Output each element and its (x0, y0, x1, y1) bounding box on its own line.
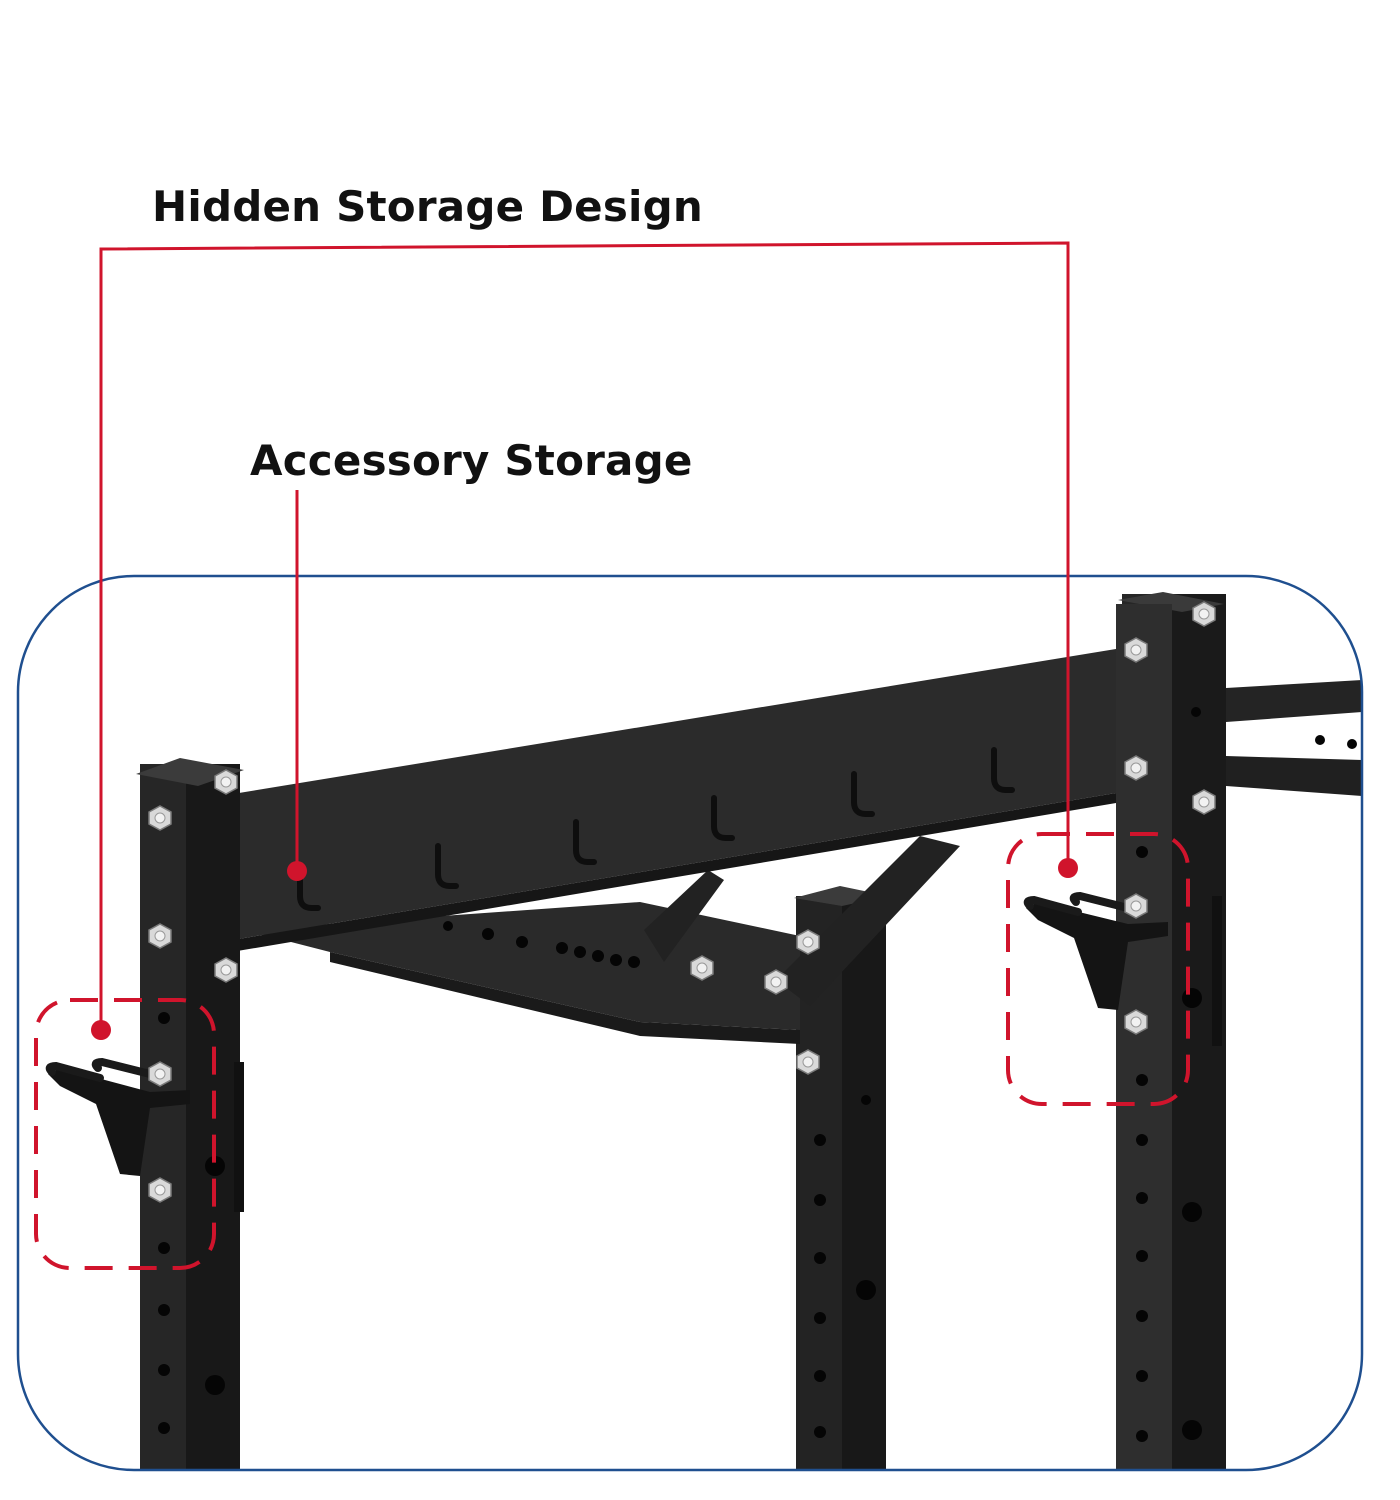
top-crossbeam (196, 648, 1122, 946)
hidden-storage-callout (99, 241, 1070, 1028)
hidden-storage-highlight-right (1006, 832, 1190, 1106)
rack-drawing (45, 592, 1362, 1470)
callout-dot-left (91, 1020, 111, 1040)
image-frame (16, 574, 1364, 1472)
accessory-storage-label: Accessory Storage (250, 436, 693, 485)
callout-dot-right (1058, 858, 1078, 878)
callout-dot-accessory (287, 861, 307, 881)
hidden-storage-design-label: Hidden Storage Design (152, 182, 703, 231)
bar-holder-icon (45, 891, 1168, 1176)
hidden-storage-highlight-left (34, 998, 216, 1270)
